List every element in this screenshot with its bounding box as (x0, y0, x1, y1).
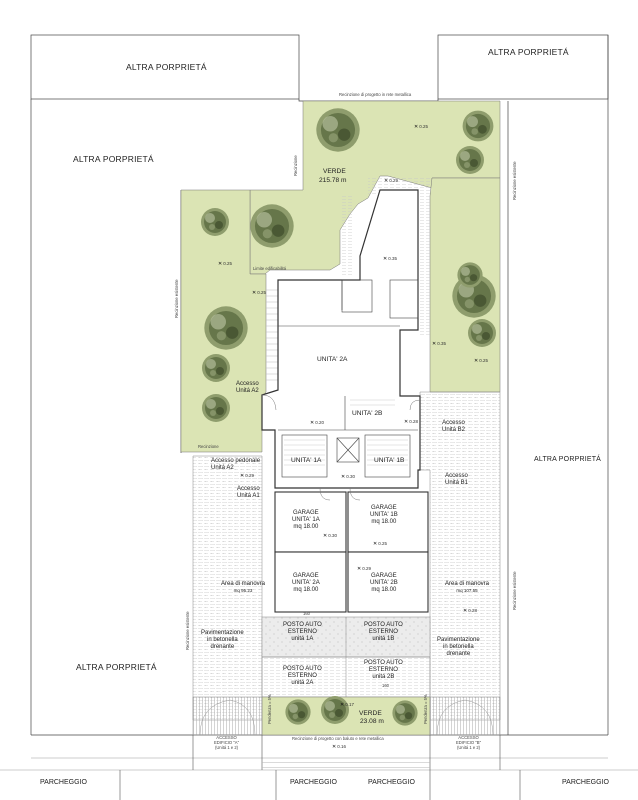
dimension-label: 160 (382, 683, 389, 688)
recinzione-top-label: Recinzione di progetto in rete metallica (339, 92, 412, 97)
verde-bottom-area: 23.08 m (360, 718, 384, 725)
elevation-marker: 0.35 (432, 341, 446, 347)
elevation-marker: 0.28 (463, 608, 477, 614)
verde-top-area: 215.78 m (319, 177, 347, 184)
ramp-hatch-left (266, 289, 278, 381)
unita-2b-label: UNITA' 2B (352, 410, 383, 417)
verde-bottom-title: VERDE (359, 710, 382, 717)
recinzione-bottom-label: Recinzione di progetto con baluto e rete… (292, 736, 384, 741)
altra-proprieta-left-upper: ALTRA PORPRIETÁ (73, 154, 154, 164)
parcheggio-label: PARCHEGGIO (40, 779, 87, 786)
elevation-marker: 0.25 (414, 124, 428, 130)
recinzione-esistente-label: Recinzione esistente (512, 161, 517, 200)
elevation-marker: 0.29 (357, 566, 371, 572)
recinzione-esistente-label: Recinzione esistente (512, 571, 517, 610)
parcheggio-label: PARCHEGGIO (290, 779, 337, 786)
altra-proprieta-left-lower: ALTRA PORPRIETÁ (76, 662, 157, 672)
elevation-marker: 0.28 (404, 419, 418, 425)
recinzione-esistente-label: Recinzione esistente (185, 611, 190, 650)
recinzione-label-vertical: Recinzione (293, 155, 298, 176)
recinzione-esistente-label: Recinzione esistente (174, 279, 179, 318)
elevation-marker: 0.25 (474, 358, 488, 364)
elevation-marker: 0.20 (310, 420, 324, 426)
altra-proprieta-right: ALTRA PORPRIETÁ (534, 456, 602, 463)
elevation-marker: 0.35 (383, 256, 397, 262)
altra-proprieta-top-left: ALTRA PORPRIETÁ (126, 62, 207, 72)
altra-proprieta-top-right: ALTRA PORPRIETÁ (488, 47, 569, 57)
elevation-marker: 0.25 (373, 541, 387, 547)
elevation-marker: 0.29 (384, 178, 398, 184)
pendenza-right-label: Pendenza = 5% (423, 694, 428, 724)
elevation-marker: 0.29 (240, 473, 254, 479)
unita-1a-label: UNITA' 1A (291, 457, 322, 464)
unita-2a-label: UNITA' 2A (317, 356, 348, 363)
elevation-marker: 0.25 (218, 261, 232, 267)
pendenza-left-label: Pendenza = 5% (267, 694, 272, 724)
limite-edificabilita-label: Limite edificabilitá (253, 266, 287, 271)
dimension-label: 160 (303, 611, 310, 616)
recinzione-label: Recinzione (198, 444, 219, 449)
unita-1b-label: UNITA' 1B (374, 457, 405, 464)
elevation-marker: 0.16 (332, 744, 346, 750)
elevation-marker: 0.17 (340, 702, 354, 708)
elevation-marker: 0.30 (323, 533, 337, 539)
verde-top-title: VERDE (323, 168, 346, 175)
elevation-marker: 0.25 (252, 290, 266, 296)
elevation-marker: 0.30 (341, 474, 355, 480)
parcheggio-label: PARCHEGGIO (562, 779, 609, 786)
parcheggio-label: PARCHEGGIO (368, 779, 415, 786)
